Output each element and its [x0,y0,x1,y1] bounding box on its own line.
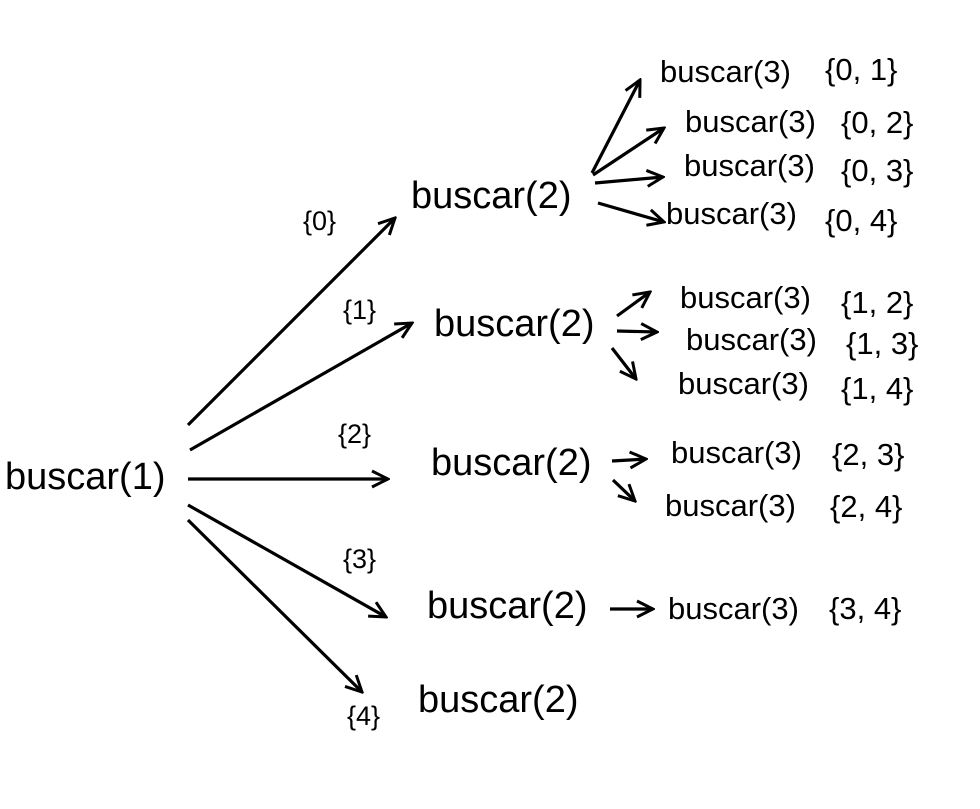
edge-root-to-node-0 [186,218,395,427]
set-13: {1, 3} [846,326,919,361]
edge-1-to-14 [610,347,636,379]
edge-label-2: {2} [338,419,372,449]
set-24: {2, 4} [830,489,903,524]
set-01: {0, 1} [825,52,898,87]
level3-node-13: buscar(3) [686,322,817,357]
edge-0-to-04 [597,201,664,222]
edge-1-to-13 [616,331,657,332]
edge-1-to-12 [616,292,650,318]
set-03: {0, 3} [841,153,914,188]
set-02: {0, 2} [841,105,914,140]
edge-0-to-01 [590,80,640,174]
edge-2-to-24 [611,478,635,501]
set-34: {3, 4} [829,591,902,626]
edge-root-to-node-1 [189,323,412,452]
level3-node-01: buscar(3) [660,54,791,89]
root-node: buscar(1) [5,456,166,498]
edge-0-to-03 [594,177,663,183]
set-04: {0, 4} [825,203,898,238]
level2-node-2: buscar(2) [431,442,592,484]
level3-node-24: buscar(3) [665,488,796,523]
level3-node-12: buscar(3) [680,280,811,315]
edge-label-1: {1} [343,295,377,325]
level2-node-0: buscar(2) [411,175,572,217]
edge-root-to-node-4 [186,518,362,692]
set-14: {1, 4} [841,371,914,406]
level3-node-03: buscar(3) [684,148,815,183]
level2-node-3: buscar(2) [427,585,588,627]
level3-node-02: buscar(3) [685,104,816,139]
level3-node-34: buscar(3) [668,591,799,626]
edge-0-to-02 [592,128,664,177]
edge-label-3: {3} [343,544,377,574]
level2-node-1: buscar(2) [434,303,595,345]
edge-label-0: {0} [303,206,337,236]
set-12: {1, 2} [841,285,914,320]
level3-node-04: buscar(3) [666,196,797,231]
edge-label-4: {4} [347,701,381,731]
level3-node-14: buscar(3) [678,366,809,401]
edge-2-to-23 [611,459,646,461]
level2-node-4: buscar(2) [418,679,579,721]
set-23: {2, 3} [832,437,905,472]
edge-root-to-node-3 [187,503,386,617]
level3-node-23: buscar(3) [671,435,802,470]
